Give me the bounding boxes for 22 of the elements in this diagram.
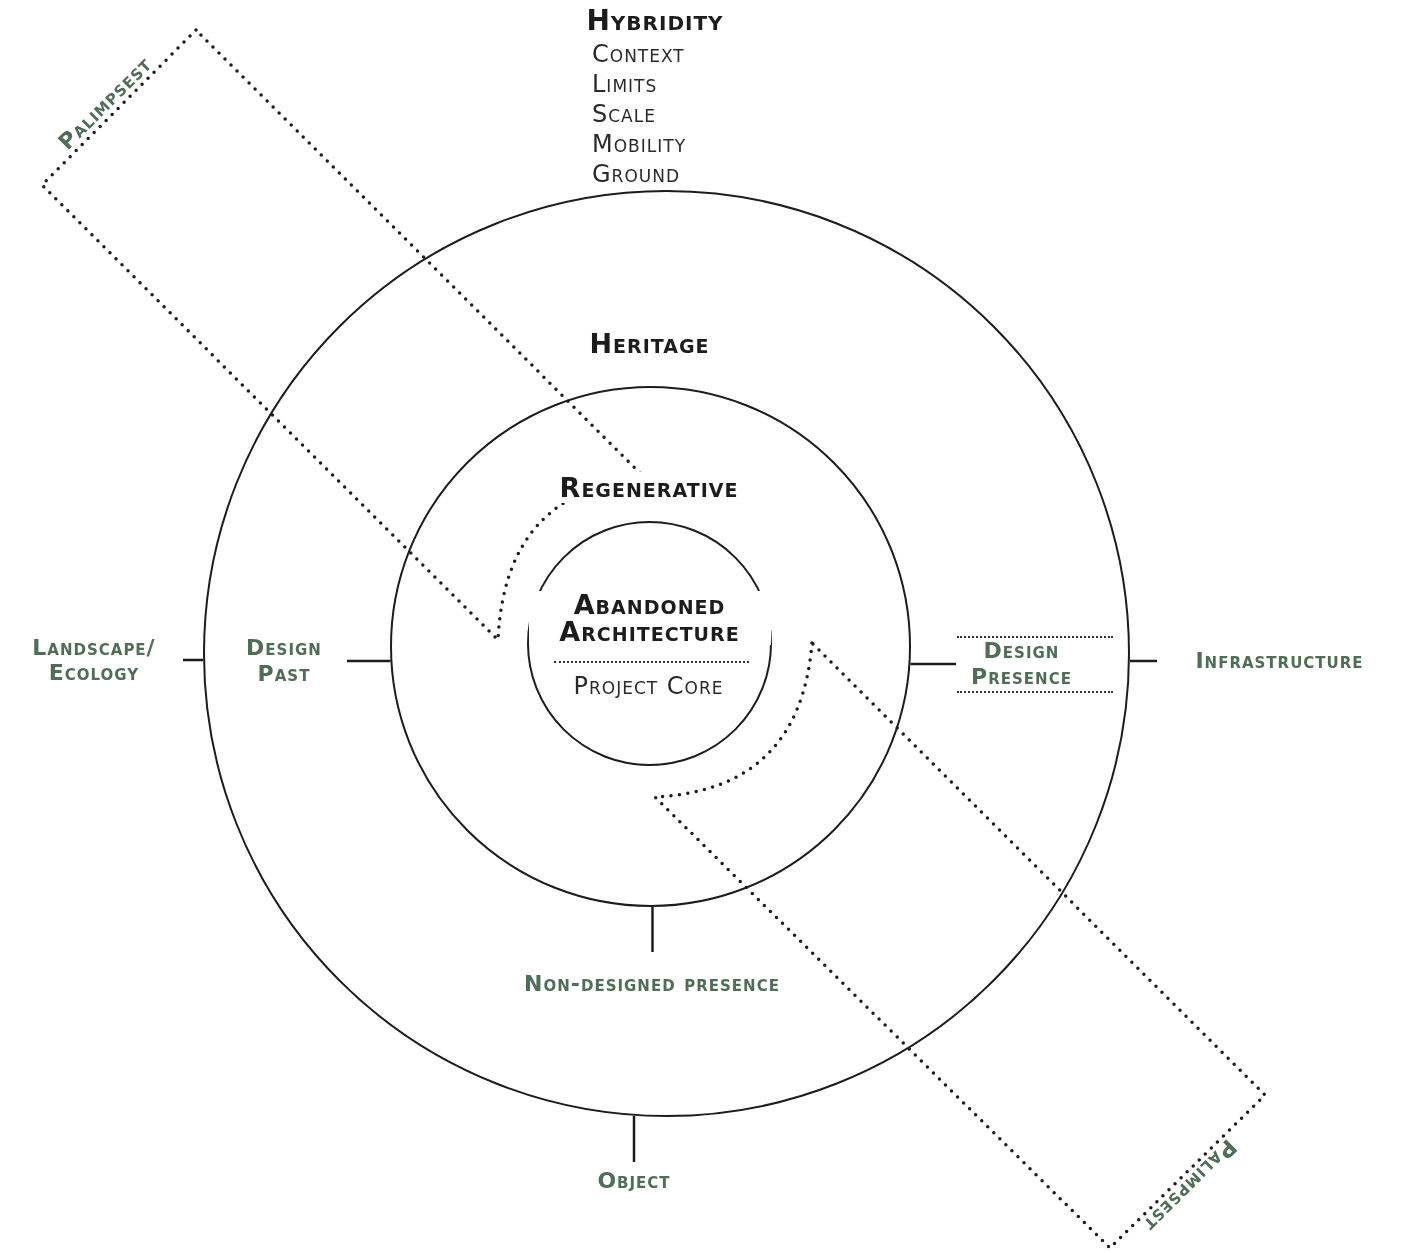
leader-line <box>632 1115 636 1162</box>
list-heading: Hybridity <box>585 4 725 37</box>
node-label: Landscape/ Ecology <box>5 630 183 690</box>
ring-outline <box>527 521 772 766</box>
leader-line <box>1129 659 1157 663</box>
list-item: Scale <box>592 100 656 128</box>
list-item: Ground <box>592 160 681 188</box>
node-label: Infrastructure <box>1157 645 1402 677</box>
list-item: Mobility <box>592 130 687 158</box>
ring-outline <box>389 385 911 907</box>
list-item: Limits <box>592 70 658 98</box>
node-label: Design Past <box>221 630 347 691</box>
ring-title: Abandoned Architecture <box>528 590 771 645</box>
node-label: Object <box>564 1162 704 1200</box>
leader-line <box>183 658 204 662</box>
ring-outline <box>203 190 1130 1117</box>
leader-line <box>910 662 956 666</box>
node-label: Design Presence <box>955 635 1088 692</box>
node-label: Non-designed presence <box>519 951 785 1016</box>
leader-line <box>347 659 391 663</box>
leader-line <box>651 907 654 952</box>
list-item: Context <box>592 40 685 68</box>
